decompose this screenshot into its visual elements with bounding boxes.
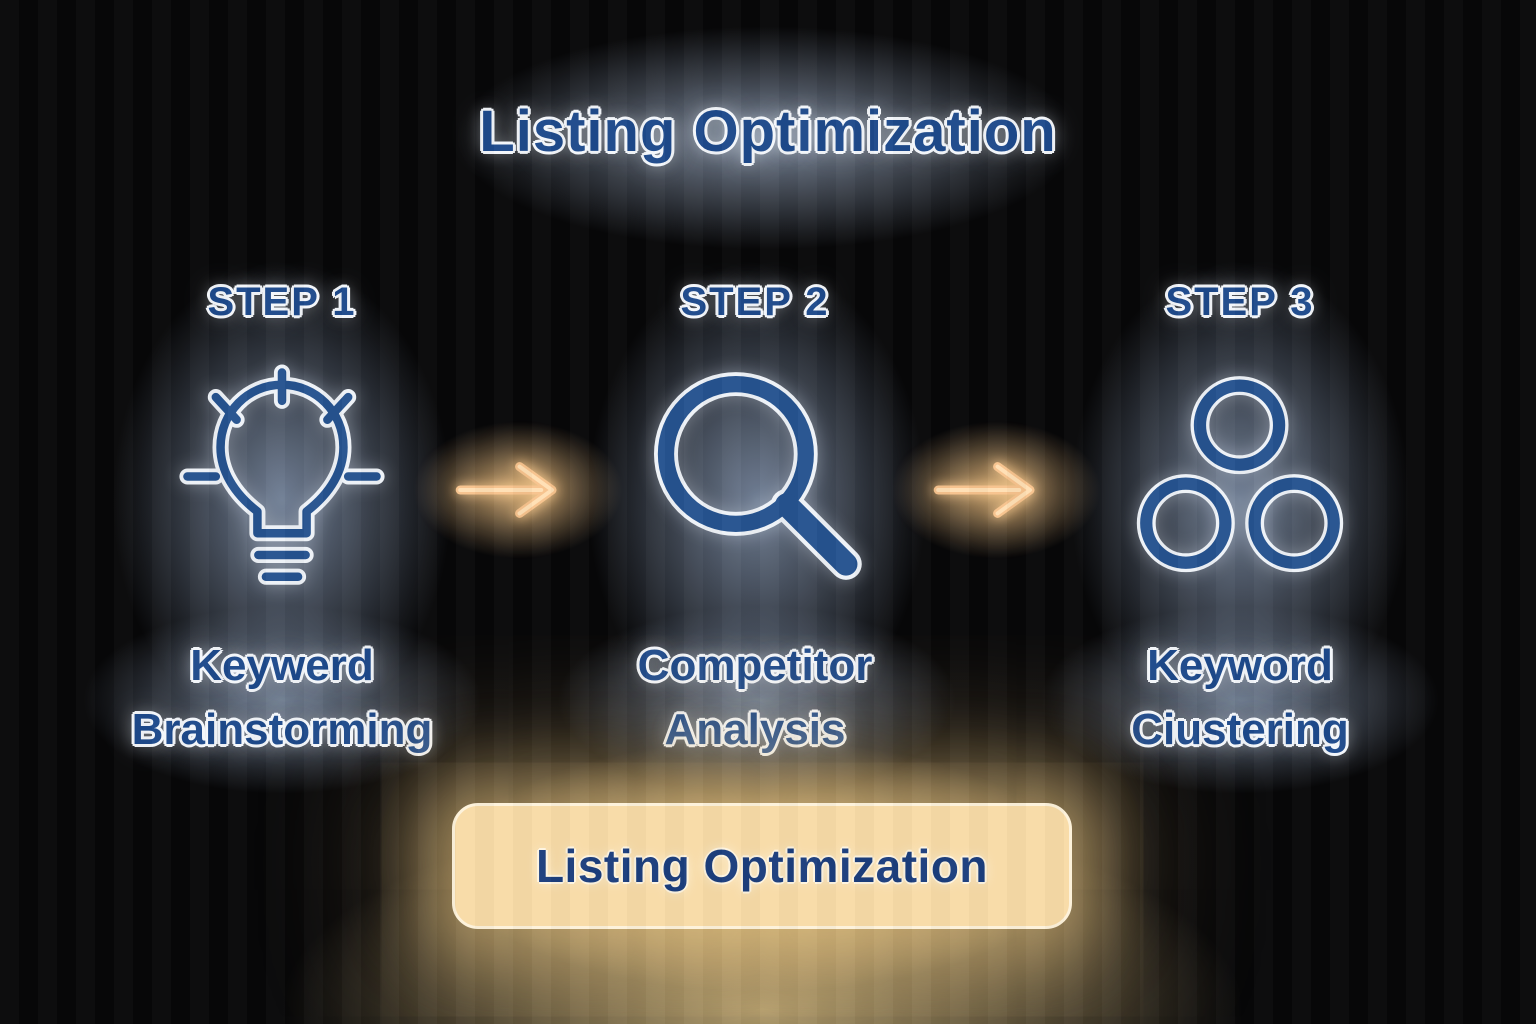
step-1-icon-area xyxy=(62,326,502,626)
step-2-label: STEP 2 xyxy=(680,280,830,324)
step-1-column: STEP 1 Keywerd Brainstorming xyxy=(62,278,502,762)
arrow-right-icon xyxy=(931,458,1057,522)
step-3-column: STEP 3 Keyword Ciustering xyxy=(1020,278,1460,762)
lightbulb-icon xyxy=(179,363,385,585)
step-2-icon-area xyxy=(535,326,975,626)
magnifying-glass-icon xyxy=(653,372,862,580)
step-1-caption: Keywerd Brainstorming xyxy=(131,641,433,754)
cluster-circles-icon xyxy=(1136,375,1344,572)
step-3-label: STEP 3 xyxy=(1165,280,1315,324)
step-3-icon-area xyxy=(1020,326,1460,626)
step-3-caption: Keyword Ciustering xyxy=(1131,641,1349,754)
step-2-caption: Competitor Analysis xyxy=(637,641,873,754)
page-title: Listing Optimization xyxy=(479,99,1057,164)
listing-optimization-button-label: Listing Optimization xyxy=(535,840,989,892)
listing-optimization-button[interactable]: Listing Optimization xyxy=(452,803,1072,929)
step-1-label: STEP 1 xyxy=(207,280,357,324)
arrow-right-icon xyxy=(453,458,579,522)
step-2-column: STEP 2 Competitor Analysis xyxy=(535,278,975,762)
